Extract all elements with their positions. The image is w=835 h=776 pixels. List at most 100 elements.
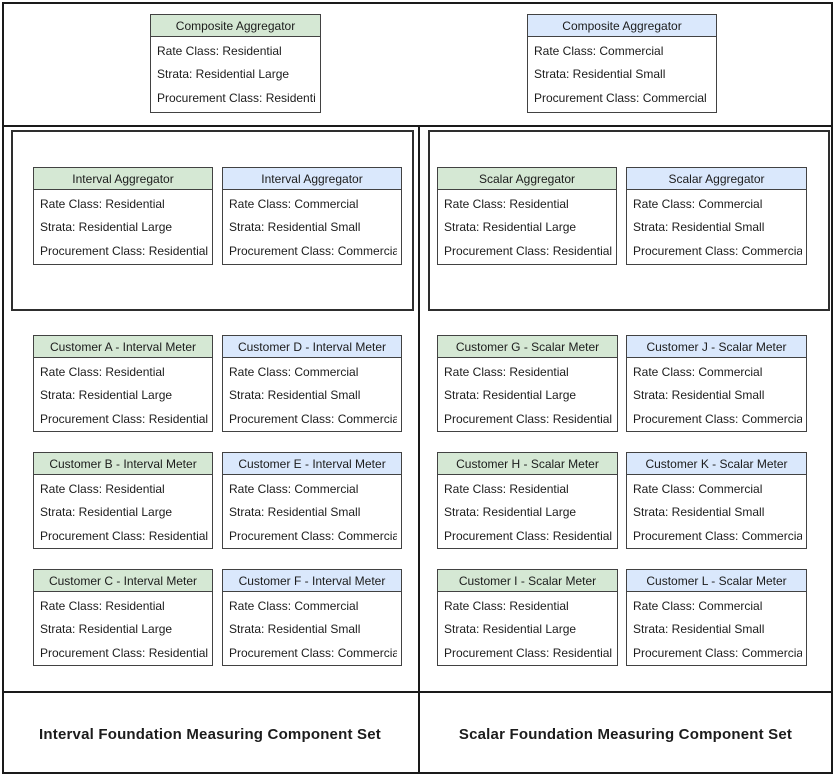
procurement-class-line: Procurement Class: Residential <box>444 243 612 258</box>
card-title: Interval Aggregator <box>34 168 212 190</box>
strata-line: Strata: Residential Small <box>229 220 361 235</box>
card-title: Scalar Aggregator <box>438 168 616 190</box>
customer-b-interval-meter-card: Customer B - Interval Meter Rate Class: … <box>33 452 213 549</box>
procurement-class-line: Procurement Class: Commercial <box>633 528 802 543</box>
customer-c-interval-meter-card: Customer C - Interval Meter Rate Class: … <box>33 569 213 666</box>
card-body: Rate Class: Commercial Strata: Residenti… <box>627 190 806 263</box>
card-body: Rate Class: Commercial Strata: Residenti… <box>223 358 401 431</box>
scalar-set-label: Scalar Foundation Measuring Component Se… <box>458 726 793 743</box>
procurement-class-line: Procurement Class: Residential <box>40 528 208 543</box>
strata-line: Strata: Residential Small <box>633 220 765 235</box>
card-title: Composite Aggregator <box>528 15 716 37</box>
scalar-aggregator-residential-card: Scalar Aggregator Rate Class: Residentia… <box>437 167 617 265</box>
card-title: Customer K - Scalar Meter <box>627 453 806 475</box>
strata-line: Strata: Residential Small <box>633 388 765 403</box>
procurement-class-line: Procurement Class: Commercial <box>633 645 802 660</box>
strata-line: Strata: Residential Small <box>229 388 361 403</box>
rate-class-line: Rate Class: Commercial <box>633 481 763 496</box>
customer-j-scalar-meter-card: Customer J - Scalar Meter Rate Class: Co… <box>626 335 807 432</box>
label-band-divider-line <box>2 691 833 693</box>
procurement-class-line: Procurement Class: Commercial <box>229 243 397 258</box>
card-title: Customer B - Interval Meter <box>34 453 212 475</box>
card-title: Interval Aggregator <box>223 168 401 190</box>
strata-line: Strata: Residential Large <box>40 622 173 637</box>
strata-line: Strata: Residential Large <box>40 505 173 520</box>
card-title: Customer A - Interval Meter <box>34 336 212 358</box>
card-body: Rate Class: Commercial Strata: Residenti… <box>223 592 401 665</box>
card-body: Rate Class: Commercial Strata: Residenti… <box>627 592 806 665</box>
card-title: Customer L - Scalar Meter <box>627 570 806 592</box>
strata-line: Strata: Residential Large <box>40 388 173 403</box>
card-title: Customer E - Interval Meter <box>223 453 401 475</box>
procurement-class-line: Procurement Class: Residential <box>40 411 208 426</box>
column-divider-line <box>418 125 420 774</box>
rate-class-line: Rate Class: Commercial <box>633 364 763 379</box>
card-title: Scalar Aggregator <box>627 168 806 190</box>
procurement-class-line: Procurement Class: Commercial <box>534 90 707 105</box>
procurement-class-line: Procurement Class: Commercial <box>229 528 397 543</box>
scalar-aggregator-commercial-card: Scalar Aggregator Rate Class: Commercial… <box>626 167 807 265</box>
strata-line: Strata: Residential Small <box>633 622 765 637</box>
strata-line: Strata: Residential Large <box>40 220 173 235</box>
rate-class-line: Rate Class: Commercial <box>633 598 763 613</box>
rate-class-line: Rate Class: Residential <box>40 481 165 496</box>
card-title: Customer D - Interval Meter <box>223 336 401 358</box>
top-band-divider-line <box>2 125 833 127</box>
customer-a-interval-meter-card: Customer A - Interval Meter Rate Class: … <box>33 335 213 432</box>
customer-f-interval-meter-card: Customer F - Interval Meter Rate Class: … <box>222 569 402 666</box>
card-body: Rate Class: Commercial Strata: Residenti… <box>627 358 806 431</box>
card-body: Rate Class: Residential Strata: Resident… <box>34 190 212 263</box>
card-title: Customer C - Interval Meter <box>34 570 212 592</box>
interval-aggregator-residential-card: Interval Aggregator Rate Class: Resident… <box>33 167 213 265</box>
rate-class-line: Rate Class: Residential <box>444 598 569 613</box>
rate-class-line: Rate Class: Residential <box>444 364 569 379</box>
composite-aggregator-commercial-card: Composite Aggregator Rate Class: Commerc… <box>527 14 717 113</box>
card-body: Rate Class: Residential Strata: Resident… <box>34 475 212 548</box>
strata-line: Strata: Residential Large <box>444 622 577 637</box>
card-body: Rate Class: Commercial Strata: Residenti… <box>528 37 716 110</box>
card-title: Customer J - Scalar Meter <box>627 336 806 358</box>
procurement-class-line: Procurement Class: Residential <box>444 645 613 660</box>
customer-d-interval-meter-card: Customer D - Interval Meter Rate Class: … <box>222 335 402 432</box>
strata-line: Strata: Residential Small <box>633 505 765 520</box>
customer-l-scalar-meter-card: Customer L - Scalar Meter Rate Class: Co… <box>626 569 807 666</box>
procurement-class-line: Procurement Class: Commercial <box>633 411 802 426</box>
rate-class-line: Rate Class: Residential <box>444 481 569 496</box>
strata-line: Strata: Residential Large <box>444 388 577 403</box>
rate-class-line: Rate Class: Residential <box>40 364 165 379</box>
rate-class-line: Rate Class: Commercial <box>229 598 359 613</box>
customer-i-scalar-meter-card: Customer I - Scalar Meter Rate Class: Re… <box>437 569 618 666</box>
rate-class-line: Rate Class: Commercial <box>229 481 359 496</box>
procurement-class-line: Procurement Class: Commercial <box>633 243 802 258</box>
strata-line: Strata: Residential Large <box>157 67 290 82</box>
interval-aggregator-commercial-card: Interval Aggregator Rate Class: Commerci… <box>222 167 402 265</box>
procurement-class-line: Procurement Class: Residential <box>40 645 208 660</box>
strata-line: Strata: Residential Small <box>534 67 666 82</box>
card-body: Rate Class: Residential Strata: Resident… <box>438 190 616 263</box>
card-body: Rate Class: Residential Strata: Resident… <box>438 592 617 665</box>
rate-class-line: Rate Class: Commercial <box>534 43 664 58</box>
procurement-class-line: Procurement Class: Commercial <box>229 645 397 660</box>
card-body: Rate Class: Residential Strata: Resident… <box>438 358 617 431</box>
strata-line: Strata: Residential Large <box>444 505 577 520</box>
customer-e-interval-meter-card: Customer E - Interval Meter Rate Class: … <box>222 452 402 549</box>
customer-k-scalar-meter-card: Customer K - Scalar Meter Rate Class: Co… <box>626 452 807 549</box>
procurement-class-line: Procurement Class: Residential <box>444 528 613 543</box>
card-title: Composite Aggregator <box>151 15 320 37</box>
procurement-class-line: Procurement Class: Residential <box>157 90 316 105</box>
card-title: Customer H - Scalar Meter <box>438 453 617 475</box>
procurement-class-line: Procurement Class: Residential <box>40 243 208 258</box>
card-title: Customer I - Scalar Meter <box>438 570 617 592</box>
rate-class-line: Rate Class: Residential <box>444 196 569 211</box>
composite-aggregator-residential-card: Composite Aggregator Rate Class: Residen… <box>150 14 321 113</box>
rate-class-line: Rate Class: Residential <box>40 598 165 613</box>
rate-class-line: Rate Class: Residential <box>40 196 165 211</box>
card-body: Rate Class: Commercial Strata: Residenti… <box>223 475 401 548</box>
card-body: Rate Class: Commercial Strata: Residenti… <box>223 190 401 263</box>
card-body: Rate Class: Commercial Strata: Residenti… <box>627 475 806 548</box>
card-body: Rate Class: Residential Strata: Resident… <box>438 475 617 548</box>
customer-h-scalar-meter-card: Customer H - Scalar Meter Rate Class: Re… <box>437 452 618 549</box>
card-body: Rate Class: Residential Strata: Resident… <box>34 358 212 431</box>
